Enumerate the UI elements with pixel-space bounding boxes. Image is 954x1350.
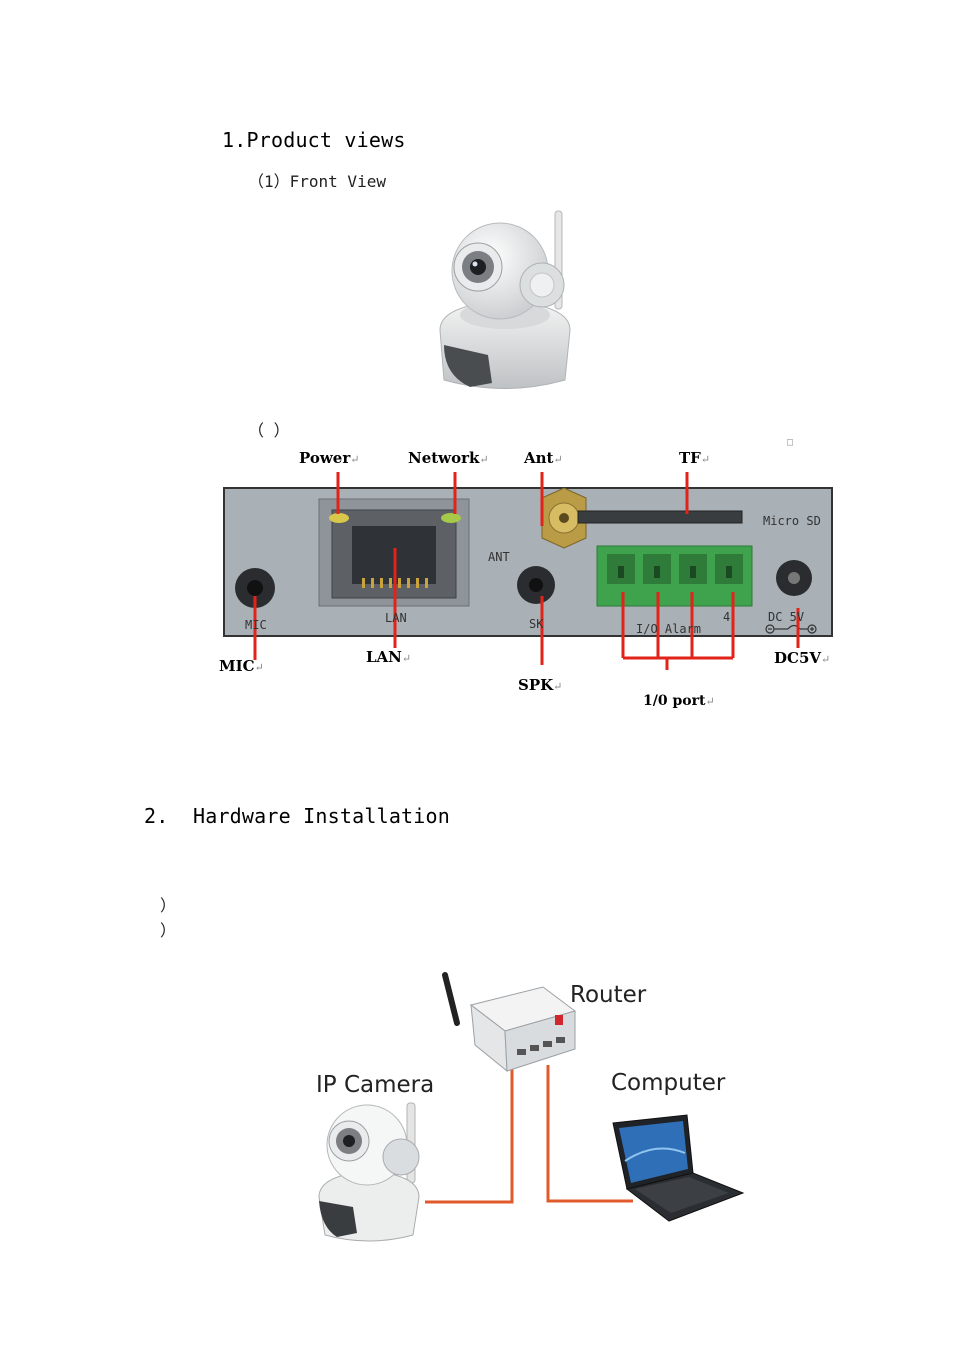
panel-text-mic: MIC — [245, 618, 267, 632]
section-heading-hardware-installation: 2. Hardware Installation — [144, 804, 451, 828]
panel-text-io-alarm: I/O Alarm — [636, 622, 702, 636]
rear-panel-image — [223, 472, 833, 670]
callout-io-port: 1/0 port↵ — [643, 693, 715, 709]
router-image — [442, 972, 577, 1073]
ip-camera-image — [318, 1102, 420, 1242]
callout-power: Power↵ — [299, 449, 360, 467]
callout-tf: TF↵ — [679, 449, 711, 467]
callout-ant: Ant↵ — [524, 449, 563, 467]
corner-mark: □ — [787, 437, 794, 448]
laptop-image — [612, 1114, 745, 1222]
callout-mic: MIC↵ — [219, 657, 264, 675]
panel-text-pin-4: 4 — [723, 610, 731, 624]
paren-line-b: ） — [160, 921, 177, 940]
panel-text-micro-sd: Micro SD — [763, 514, 821, 528]
callout-lan: LAN↵ — [366, 648, 412, 666]
front-view-label: （1）Front View — [248, 172, 386, 191]
label-router: Router — [570, 982, 647, 1008]
callout-network: Network↵ — [408, 449, 489, 467]
installation-diagram — [318, 972, 745, 1242]
paren-line-a: ） — [160, 896, 177, 915]
panel-text-lan: LAN — [385, 611, 407, 625]
label-computer: Computer — [611, 1070, 726, 1096]
panel-text-spk: SK — [529, 617, 544, 631]
section-heading-product-views: 1.Product views — [222, 128, 406, 152]
callout-dc5v: DC5V↵ — [774, 649, 831, 667]
camera-front-view-image — [439, 210, 571, 389]
panel-text-dc: DC 5V — [768, 610, 805, 624]
rear-view-label: （ ） — [248, 421, 290, 440]
label-ip-camera: IP Camera — [316, 1072, 435, 1098]
callout-spk: SPK↵ — [518, 676, 563, 694]
panel-text-ant: ANT — [488, 550, 510, 564]
